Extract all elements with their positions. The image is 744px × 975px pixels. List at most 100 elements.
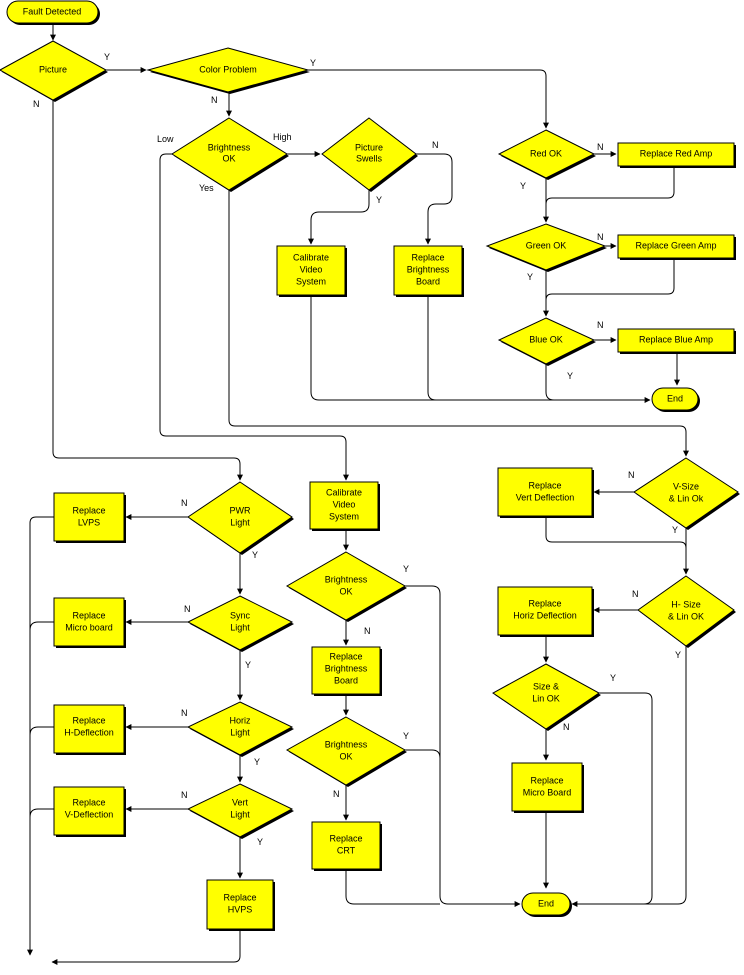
label-red-ok: Red OK xyxy=(530,148,562,158)
label-bmid1-2: OK xyxy=(339,586,352,596)
label-calib-mid-3: System xyxy=(329,511,359,521)
label-sizelin-2: Lin OK xyxy=(532,693,560,703)
label-hdefl-1: Replace xyxy=(72,715,105,725)
label-vdefl-2: V-Deflection xyxy=(65,809,114,819)
label-vsize-1: V-Size xyxy=(673,481,699,491)
edge-replacered-back xyxy=(545,166,675,205)
label-end-bottom: End xyxy=(538,898,554,908)
edge-calibrate-end xyxy=(310,295,651,403)
edge-label-picture-n: N xyxy=(33,99,40,109)
label-replace-red: Replace Red Amp xyxy=(640,148,713,158)
edge-blue-end xyxy=(545,364,555,401)
edge-lvps-down xyxy=(27,516,54,956)
edge-bright1-end xyxy=(405,585,521,907)
edge-crt-end xyxy=(345,869,440,905)
edge-label-hsize-n: N xyxy=(632,589,639,599)
edge-label-swells-n: N xyxy=(432,140,439,150)
label-crt-1: Replace xyxy=(329,833,362,843)
edge-label-blue-y: Y xyxy=(567,371,573,381)
edge-replacevert-back xyxy=(545,516,687,549)
label-micror-2: Micro Board xyxy=(523,787,572,797)
edge-vdefl-left xyxy=(29,808,54,818)
node-end-bottom: End xyxy=(521,892,572,917)
node-horiz-light: Horiz Light xyxy=(186,701,294,757)
label-rhoriz-1: Replace xyxy=(528,598,561,608)
edge-replace-bright-end xyxy=(427,295,437,401)
label-calib-top-2: Video xyxy=(300,264,323,274)
label-rvert-1: Replace xyxy=(528,480,561,490)
edge-label-yes: Yes xyxy=(199,183,214,193)
label-crt-2: CRT xyxy=(337,845,356,855)
node-picture: Picture xyxy=(0,40,108,102)
node-calibrate-video-mid: Calibrate Video System xyxy=(309,481,380,531)
label-fault-detected: Fault Detected xyxy=(23,6,82,16)
label-swells-1: Picture xyxy=(355,142,383,152)
edge-label-bmid2-y: Y xyxy=(403,731,409,741)
edge-label-vsize-n: N xyxy=(628,470,635,480)
edge-picture-pwr xyxy=(52,100,243,481)
label-replace-green: Replace Green Amp xyxy=(635,240,716,250)
label-picture: Picture xyxy=(39,64,67,74)
label-color-problem: Color Problem xyxy=(199,64,257,74)
label-rbb-top-3: Board xyxy=(416,276,440,286)
edge-label-green-n: N xyxy=(597,232,604,242)
edge-label-color-n: N xyxy=(211,95,218,105)
edge-label-green-y: Y xyxy=(527,272,533,282)
node-pwr-light: PWR Light xyxy=(187,481,294,555)
edge-label-picture-y: Y xyxy=(104,52,110,62)
edge-label-vert-n: N xyxy=(181,790,188,800)
node-picture-swells: Picture Swells xyxy=(321,117,418,192)
label-lvps-1: Replace xyxy=(72,505,105,515)
edge-hdefl-left xyxy=(29,726,54,736)
node-replace-lvps: Replace LVPS xyxy=(53,492,126,543)
edge-label-bmid1-n: N xyxy=(364,626,371,636)
label-micror-1: Replace xyxy=(530,775,563,785)
node-end-top: End xyxy=(651,387,700,412)
label-rbb-mid-2: Brightness xyxy=(325,663,368,673)
node-replace-micro-left: Replace Micro board xyxy=(53,597,126,648)
node-hsize: H- Size & Lin OK xyxy=(637,575,736,648)
edge-label-horiz-n: N xyxy=(181,708,188,718)
node-vert-light: Vert Light xyxy=(186,783,294,839)
label-blue-ok: Blue OK xyxy=(529,334,563,344)
edge-label-swells-y: Y xyxy=(376,195,382,205)
label-bmid2-1: Brightness xyxy=(325,739,368,749)
edge-label-color-y: Y xyxy=(310,58,316,68)
node-replace-horiz: Replace Horiz Deflection xyxy=(497,586,594,637)
edge-brightness-yes xyxy=(228,190,689,457)
edge-hsize-end xyxy=(571,646,687,907)
label-rvert-2: Vert Deflection xyxy=(516,492,575,502)
label-vert-1: Vert xyxy=(232,797,249,807)
node-replace-blue: Replace Blue Amp xyxy=(617,328,736,354)
label-vsize-2: & Lin Ok xyxy=(669,493,704,503)
node-calibrate-video-top: Calibrate Video System xyxy=(276,245,347,297)
label-calib-mid-2: Video xyxy=(333,499,356,509)
edge-label-high: High xyxy=(273,132,292,142)
node-replace-vert: Replace Vert Deflection xyxy=(497,467,594,518)
label-calib-top-3: System xyxy=(296,276,326,286)
label-calib-top-1: Calibrate xyxy=(293,252,329,262)
edge-label-sync-y: Y xyxy=(245,660,251,670)
label-hsize-2: & Lin OK xyxy=(668,611,704,621)
node-blue-ok: Blue OK xyxy=(497,317,596,366)
label-vdefl-1: Replace xyxy=(72,797,105,807)
node-brightness-ok-mid1: Brightness OK xyxy=(285,551,407,622)
label-rbb-top-2: Brightness xyxy=(407,264,450,274)
node-replace-hvps: Replace HVPS xyxy=(206,879,275,931)
label-rbb-mid-1: Replace xyxy=(329,651,362,661)
label-microl-2: Micro board xyxy=(65,622,113,632)
label-horiz-1: Horiz xyxy=(229,715,251,725)
node-size-lin: Size & Lin OK xyxy=(492,663,601,731)
label-green-ok: Green OK xyxy=(526,240,567,250)
edge-labels: Y N Y N Low High Yes N Y N Y N Y N Y N Y… xyxy=(33,52,681,847)
label-sync-2: Light xyxy=(230,622,250,632)
label-hvps-2: HVPS xyxy=(228,904,253,914)
label-rbb-top-1: Replace xyxy=(411,252,444,262)
edge-label-bmid2-n: N xyxy=(333,789,340,799)
label-sizelin-1: Size & xyxy=(533,681,559,691)
edge-label-vert-y: Y xyxy=(257,837,263,847)
label-vert-2: Light xyxy=(230,809,250,819)
edge-label-red-n: N xyxy=(597,142,604,152)
edge-label-size-y: Y xyxy=(610,673,616,683)
